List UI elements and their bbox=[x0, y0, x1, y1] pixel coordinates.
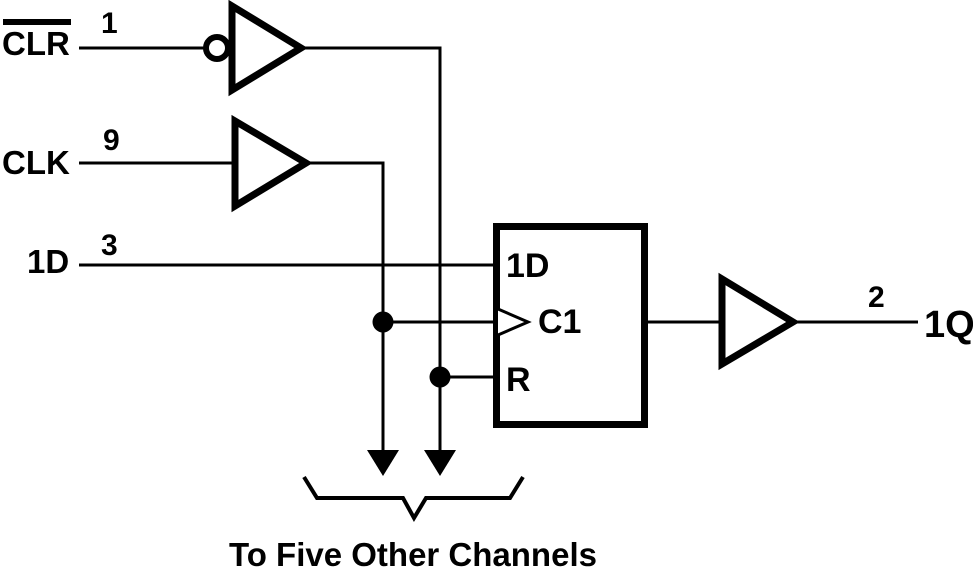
clock-wedge-icon bbox=[497, 307, 532, 337]
clr-label: CLR bbox=[2, 25, 70, 62]
clk-pin-number: 9 bbox=[103, 124, 120, 157]
inverter-bubble-icon bbox=[203, 34, 231, 62]
q-label: 1Q bbox=[924, 304, 973, 346]
clk-junction-dot bbox=[372, 311, 394, 333]
clr-pin-number: 1 bbox=[101, 7, 118, 40]
clr-inverter-icon bbox=[228, 0, 308, 97]
clr-down-arrow-icon bbox=[424, 450, 456, 476]
port-reset-label: R bbox=[506, 361, 531, 399]
clk-label: CLK bbox=[2, 144, 70, 181]
clk-route-wire bbox=[306, 161, 385, 453]
d-label: 1D bbox=[27, 243, 69, 280]
clk-down-arrow-icon bbox=[367, 450, 399, 476]
output-buffer-icon bbox=[718, 272, 800, 371]
q-pin-number: 2 bbox=[868, 281, 885, 314]
clr-route-wire bbox=[301, 46, 442, 453]
port-data-label: 1D bbox=[506, 247, 549, 285]
clk-buffer-icon bbox=[231, 114, 313, 213]
clr-junction-dot bbox=[429, 366, 451, 388]
group-brace bbox=[302, 475, 525, 523]
caption: To Five Other Channels bbox=[229, 536, 597, 572]
d-pin-number: 3 bbox=[101, 229, 118, 262]
port-clock-label: C1 bbox=[538, 303, 581, 341]
